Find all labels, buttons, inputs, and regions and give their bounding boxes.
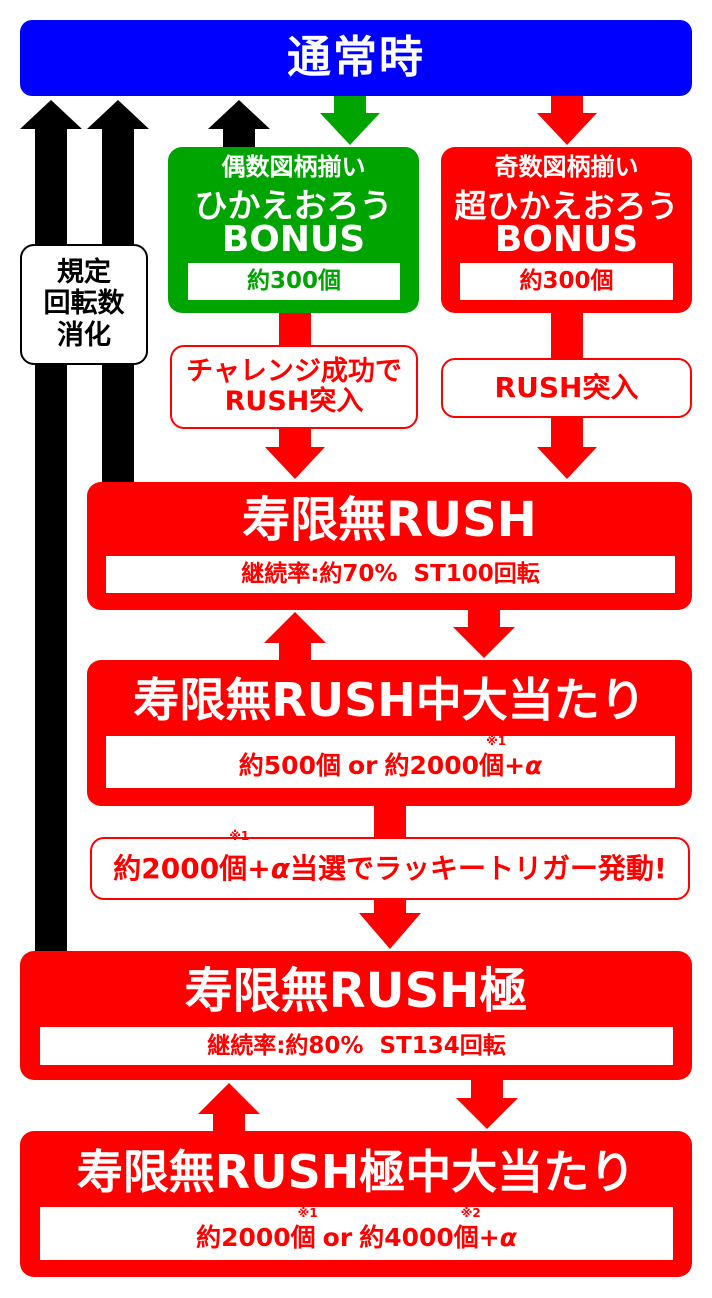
rush-hit-title: 寿限無RUSH中大当たり	[133, 673, 646, 727]
odd-bonus-condition: 奇数図柄揃い	[494, 153, 639, 181]
lucky-trigger-text: 約2000個 ※1 +α当選でラッキートリガー発動!	[92, 830, 688, 898]
footnote-marker: ※2	[460, 1206, 481, 1220]
odd-path-connector	[551, 310, 583, 361]
lucky-trigger-alpha: α	[270, 852, 290, 885]
lucky-connector	[374, 803, 406, 840]
rush-kiwami-hit-payout-plus: +	[478, 1223, 500, 1252]
rush-hit-payout-plus: +	[504, 751, 526, 780]
rush-kiwami-hit-payout-or: or	[322, 1223, 353, 1252]
return-condition-line-2: 回転数	[43, 288, 125, 319]
footnote-marker: ※1	[486, 734, 507, 748]
lucky-trigger-amount: 約2000個	[113, 852, 248, 885]
lucky-trigger-box: 約2000個 ※1 +α当選でラッキートリガー発動!	[90, 830, 690, 900]
rush-details: 継続率:約70% ST100回転	[241, 561, 540, 587]
footnote-marker: ※1	[229, 829, 250, 843]
odd-to-rush-arrow-down-icon	[537, 416, 597, 479]
even-bonus-arrow-down-icon	[320, 95, 380, 145]
lucky-trigger-plus: +	[247, 852, 271, 885]
even-transition-box: チャレンジ成功で RUSH突入	[170, 345, 418, 429]
rush-kiwami-details: 継続率:約80% ST134回転	[207, 1033, 506, 1059]
even-bonus-name: ひかえおろう	[194, 186, 393, 225]
even-to-rush-arrow-down-icon	[265, 427, 325, 479]
odd-transition-label: RUSH突入	[494, 371, 639, 404]
odd-bonus-payout-panel: 約300個	[460, 263, 673, 300]
even-path-connector	[279, 310, 311, 348]
return-arrow-up-icon	[20, 100, 82, 953]
rush-title: 寿限無RUSH	[242, 492, 537, 548]
rush-hit-payout-b-wrap: 約2000個 ※1	[384, 735, 506, 786]
normal-state-title: 通常時	[287, 32, 425, 83]
lucky-trigger-rest: 当選でラッキートリガー発動!	[289, 852, 667, 885]
rush-kiwami-hit-payout-b-wrap: 約4000個 ※2	[359, 1207, 481, 1258]
rush-kiwami-details-panel: 継続率:約80% ST134回転	[40, 1027, 673, 1065]
even-bonus-payout: 約300個	[246, 268, 341, 294]
rush-details-panel: 継続率:約70% ST100回転	[106, 556, 675, 593]
normal-state-box: 通常時	[20, 20, 692, 96]
odd-bonus-name: 超ひかえおろう	[454, 187, 679, 225]
rush-hit-payout-or: or	[347, 751, 378, 780]
even-bonus-condition: 偶数図柄揃い	[221, 153, 366, 181]
rush-kiwami-title: 寿限無RUSH極	[184, 963, 528, 1019]
rush-kiwami-hit-payout-a-wrap: 約2000個 ※1	[196, 1207, 318, 1258]
return-condition-line-3: 消化	[57, 320, 111, 351]
odd-bonus-box: 奇数図柄揃い 超ひかえおろう BONUS 約300個	[441, 147, 692, 313]
rush-hit-payout-a: 約500個	[238, 751, 341, 780]
kiwami-loop-arrow-up-icon	[198, 1083, 260, 1134]
rush-hit-arrow-down-icon	[453, 607, 515, 658]
even-bonus-box: 偶数図柄揃い ひかえおろう BONUS 約300個	[168, 147, 419, 313]
rush-kiwami-hit-payout-b: 約4000個	[359, 1223, 479, 1252]
even-bonus-name-bonus: BONUS	[221, 219, 366, 260]
odd-bonus-arrow-down-icon	[537, 95, 597, 145]
rush-kiwami-hit-title: 寿限無RUSH極中大当たり	[76, 1145, 636, 1199]
odd-bonus-payout: 約300個	[519, 268, 614, 294]
rush-loop-arrow-up-icon	[264, 612, 326, 663]
kiwami-hit-arrow-down-icon	[456, 1077, 518, 1129]
footnote-marker: ※1	[297, 1206, 318, 1220]
rush-kiwami-box: 寿限無RUSH極 継続率:約80% ST134回転	[20, 951, 692, 1080]
lucky-trigger-amount-wrap: 約2000個 ※1	[113, 830, 249, 898]
return-condition-line-1: 規定	[57, 257, 111, 288]
even-transition-line-2: RUSH突入	[224, 386, 364, 417]
rush-hit-payout-alpha: α	[525, 751, 543, 780]
return-condition-box: 規定 回転数 消化	[20, 244, 148, 365]
odd-transition-box: RUSH突入	[441, 358, 692, 418]
lucky-to-kiwami-arrow-down-icon	[359, 898, 421, 949]
return-arrow-up-icon	[208, 100, 270, 149]
rush-box: 寿限無RUSH 継続率:約70% ST100回転	[87, 482, 692, 610]
rush-hit-payout-b: 約2000個	[384, 751, 505, 780]
odd-bonus-name-bonus: BONUS	[494, 219, 639, 260]
even-bonus-payout-panel: 約300個	[188, 263, 400, 300]
rush-kiwami-hit-payout-a: 約2000個	[196, 1223, 316, 1252]
rush-kiwami-hit-payout-alpha: α	[499, 1223, 517, 1252]
even-transition-line-1: チャレンジ成功で	[186, 356, 402, 387]
